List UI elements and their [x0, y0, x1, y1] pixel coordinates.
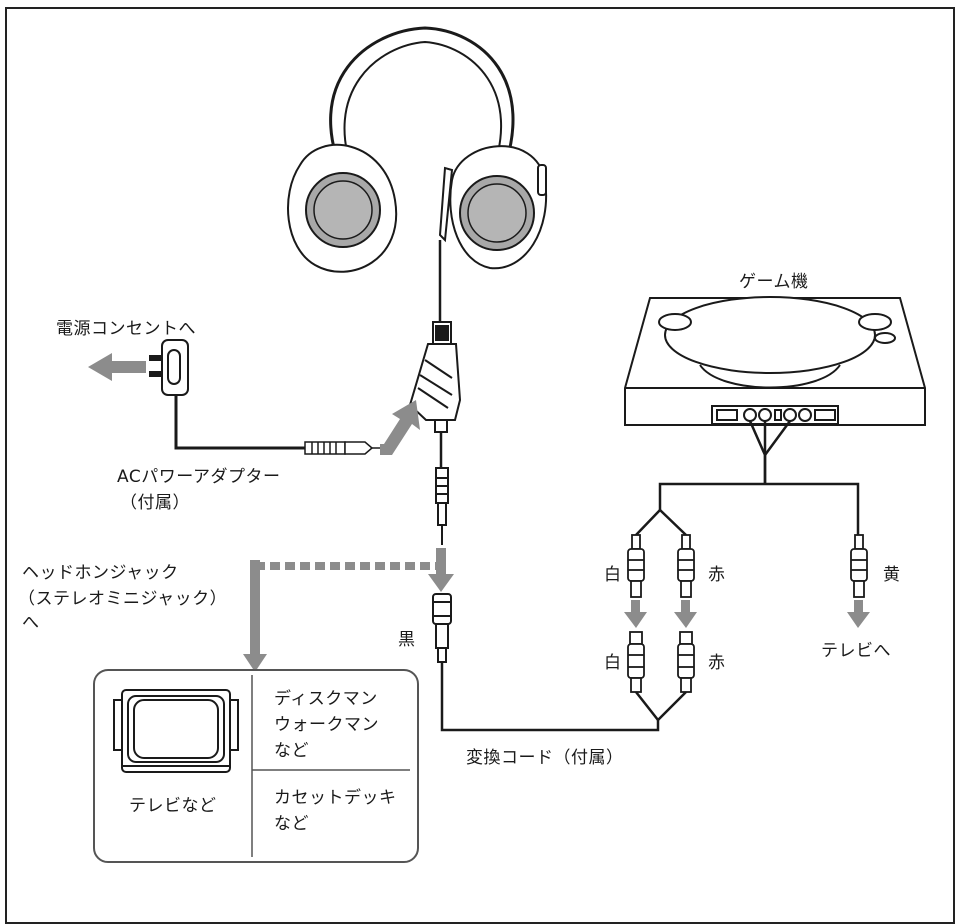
- cassette-label: カセットデッキ など: [274, 785, 397, 837]
- discman-label: ディスクマン ウォークマン など: [274, 686, 379, 764]
- gray-arrows: [88, 353, 870, 672]
- console-cables: [635, 420, 860, 536]
- cassette-line2: など: [274, 814, 309, 834]
- ac-adapter: [149, 339, 189, 396]
- ac-adapter-label: ACパワーアダプター: [117, 467, 281, 487]
- headphone-jack-label: ヘッドホンジャック: [22, 563, 179, 583]
- headphones: [287, 26, 548, 273]
- to-tv-label: テレビへ: [821, 641, 891, 661]
- black-jack: [432, 593, 452, 663]
- ac-adapter-included-label: （付属）: [120, 493, 190, 513]
- rca-plugs: [627, 534, 868, 693]
- conversion-cord-label: 変換コード（付属）: [466, 748, 624, 768]
- game-console: [624, 296, 926, 426]
- white-label-bottom: 白: [604, 653, 622, 673]
- dc-plug: [304, 441, 380, 455]
- white-label-top: 白: [604, 565, 622, 585]
- black-label: 黒: [398, 630, 416, 650]
- discman-line1: ディスクマン: [274, 689, 378, 709]
- yellow-label: 黄: [883, 565, 901, 585]
- red-label-top: 赤: [708, 565, 726, 585]
- headphone-jack-to-label: へ: [22, 613, 40, 633]
- stereo-mini-jack-label: （ステレオミニジャック）: [18, 589, 228, 609]
- outlet-label: 電源コンセントへ: [56, 319, 196, 339]
- diagram-frame: [5, 7, 955, 924]
- discman-line2: ウォークマン: [274, 715, 379, 735]
- tv-etc-label: テレビなど: [129, 796, 217, 816]
- mini-plug: [435, 467, 449, 545]
- red-label-bottom: 赤: [708, 653, 726, 673]
- tv-icon: [113, 689, 239, 773]
- discman-line3: など: [274, 741, 309, 761]
- game-console-label: ゲーム機: [739, 272, 809, 292]
- cassette-line1: カセットデッキ: [274, 788, 397, 808]
- dashed-line: [251, 562, 436, 570]
- headband: [329, 26, 515, 181]
